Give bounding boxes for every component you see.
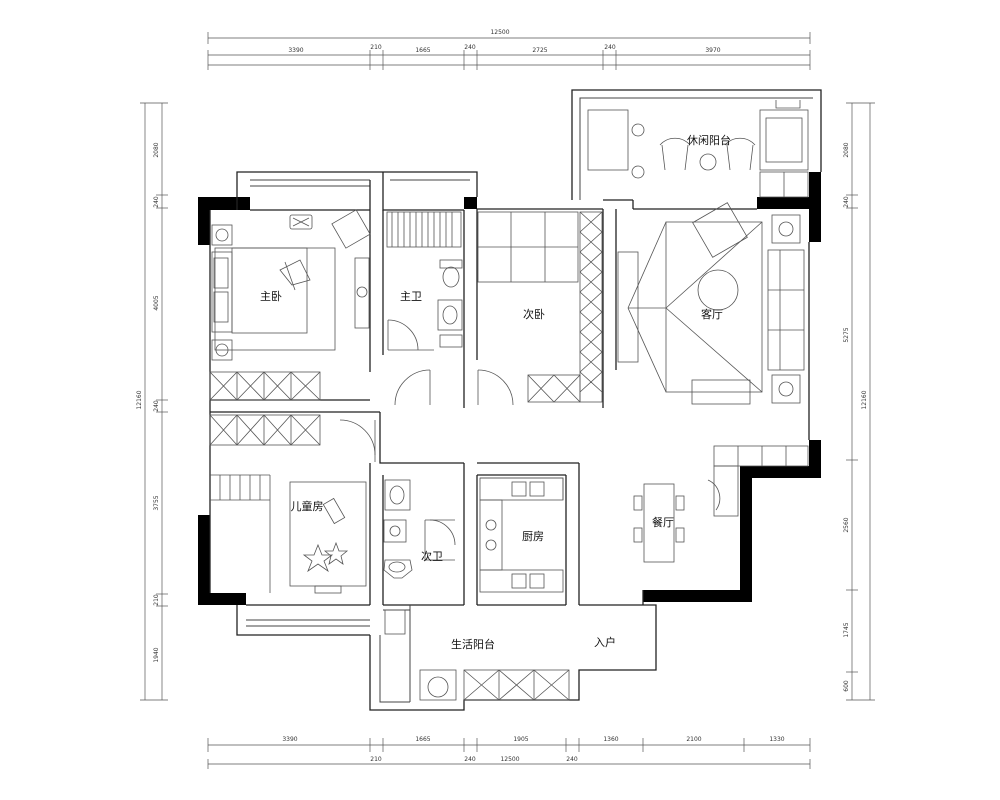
wall-lines xyxy=(209,89,822,711)
master-bath-fixtures xyxy=(386,211,463,351)
dim-left-4: 240 xyxy=(153,400,160,412)
kids-room-furniture xyxy=(210,474,367,594)
dim-right-5: 1745 xyxy=(843,622,850,637)
dim-bottom-6: 1330 xyxy=(769,736,784,743)
corridor-wardrobe xyxy=(209,414,376,462)
dim-top-total: 12500 xyxy=(490,29,509,36)
dim-bottom-total: 12500 xyxy=(500,756,519,763)
living-room-furniture xyxy=(617,202,805,405)
room-label-kitchen: 厨房 xyxy=(522,530,544,543)
kitchen-fixtures xyxy=(479,477,564,593)
room-label-living-room: 客厅 xyxy=(701,307,723,321)
dim-top-1: 3390 xyxy=(288,47,303,54)
dim-top-4: 240 xyxy=(464,44,476,51)
dim-left-6: 210 xyxy=(153,594,160,606)
dim-bottom-4: 1360 xyxy=(603,736,618,743)
dim-top-5: 2725 xyxy=(532,47,547,54)
second-bath-fixtures xyxy=(383,479,456,579)
dim-left-2: 240 xyxy=(153,196,160,208)
dim-bottom-sub-3: 240 xyxy=(566,756,578,763)
room-label-leisure-balcony: 休闲阳台 xyxy=(687,133,731,147)
bottom-dimension-lines xyxy=(207,738,811,769)
dim-right-3: 5275 xyxy=(843,327,850,342)
dim-top-6: 240 xyxy=(604,44,616,51)
dim-bottom-sub-1: 210 xyxy=(370,756,382,763)
dim-right-1: 2080 xyxy=(843,142,850,157)
dim-bottom-2: 1665 xyxy=(415,736,430,743)
room-label-service-balcony: 生活阳台 xyxy=(451,637,495,651)
room-label-dining-room: 餐厅 xyxy=(652,515,674,529)
dim-left-5: 3755 xyxy=(153,495,160,510)
master-bedroom-furniture xyxy=(209,209,371,401)
dim-left-3: 4005 xyxy=(153,295,160,310)
dim-left-1: 2080 xyxy=(153,142,160,157)
right-dimension-lines xyxy=(846,102,875,701)
dim-top-2: 210 xyxy=(370,44,382,51)
second-bedroom-furniture xyxy=(394,211,603,406)
dim-left-total: 12160 xyxy=(136,390,143,409)
dim-bottom-sub-2: 240 xyxy=(464,756,476,763)
dim-right-2: 240 xyxy=(843,196,850,208)
dim-bottom-3: 1905 xyxy=(513,736,528,743)
dim-bottom-1: 3390 xyxy=(282,736,297,743)
dim-top-3: 1665 xyxy=(415,47,430,54)
room-label-second-bedroom: 次卧 xyxy=(523,307,545,321)
room-label-second-bath: 次卫 xyxy=(421,549,443,563)
dim-bottom-5: 2100 xyxy=(686,736,701,743)
dim-top-7: 3970 xyxy=(705,47,720,54)
dim-right-6: 600 xyxy=(843,680,850,692)
leisure-balcony-furniture xyxy=(587,100,809,198)
room-label-entrance: 入户 xyxy=(594,635,616,649)
dim-left-7: 1940 xyxy=(153,647,160,662)
service-balcony-fixtures xyxy=(384,609,570,701)
room-label-kids-room: 儿童房 xyxy=(291,499,324,513)
structural-walls xyxy=(198,172,821,605)
top-dimension-lines xyxy=(207,32,811,70)
room-label-master-bedroom: 主卧 xyxy=(260,290,282,303)
room-label-master-bath: 主卫 xyxy=(400,290,422,303)
dim-right-total: 12160 xyxy=(861,390,868,409)
dim-right-4: 2560 xyxy=(843,517,850,532)
left-dimension-lines xyxy=(140,102,168,701)
dining-furniture xyxy=(633,445,809,563)
